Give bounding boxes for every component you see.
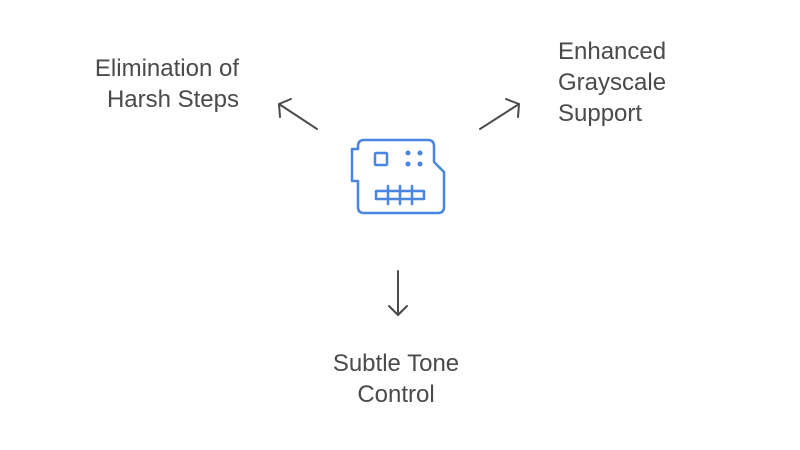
- branch-label-line: Subtle Tone: [332, 350, 460, 377]
- branch-label-right: Enhanced Grayscale Support: [558, 36, 666, 129]
- arrow-down: [388, 270, 408, 316]
- branch-label-bottom: Subtle Tone Control: [296, 348, 496, 410]
- branch-label-line: Grayscale: [558, 69, 667, 96]
- branch-label-left: Elimination of Harsh Steps: [95, 53, 239, 115]
- arrow-up-left: [278, 98, 318, 130]
- arrow-up-right: [479, 98, 520, 130]
- branch-label-line: Harsh Steps: [106, 86, 239, 113]
- circuit-board-icon: [350, 138, 446, 215]
- branch-label-line: Elimination of: [94, 55, 239, 82]
- branch-label-line: Control: [357, 381, 435, 408]
- branch-label-line: Enhanced: [558, 38, 667, 65]
- branch-label-line: Support: [558, 100, 643, 127]
